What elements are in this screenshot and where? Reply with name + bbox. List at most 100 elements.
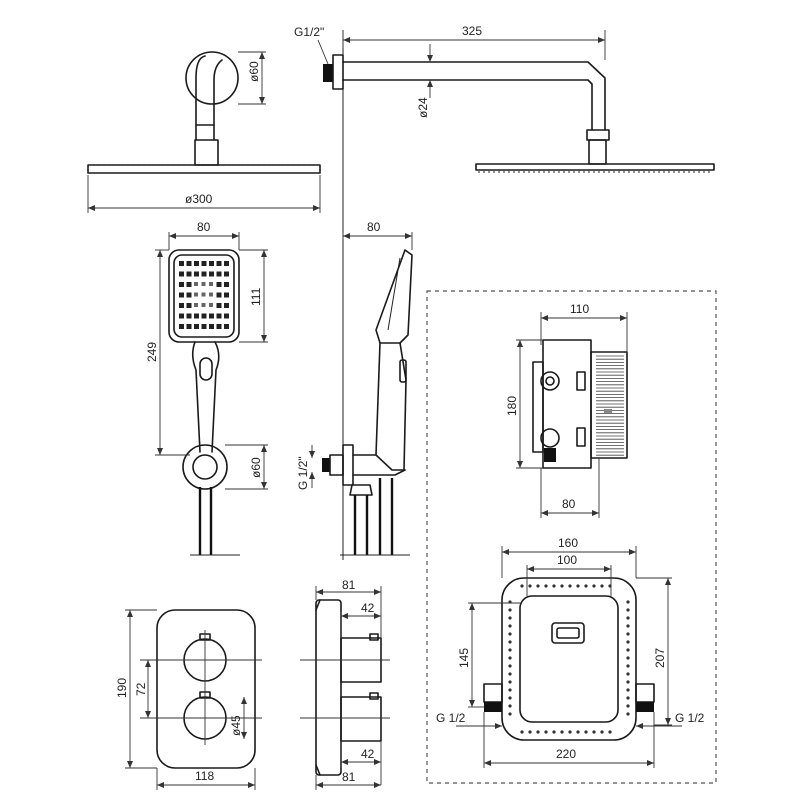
frame-dot [626,696,630,700]
box-height-right-label: 207 [653,648,667,668]
frame-dot [626,688,630,692]
arm-joint-side [586,129,610,141]
nozzle [209,271,214,277]
hand-shower-nozzles [179,261,229,329]
frame-dot [536,584,540,588]
depth-knob-bottom-label: 42 [361,747,375,761]
nozzle [216,324,222,329]
nozzle [209,303,213,307]
box-inner-width-label: 100 [557,553,577,567]
frame-dot [528,584,532,588]
frame-dot [568,730,572,734]
nozzle [194,313,199,319]
inlet-right-label: G 1/2 [675,711,705,725]
frame-dot [576,584,580,588]
frame-dot [508,688,512,692]
nozzle [194,303,198,307]
depth-knob-top-label: 42 [361,601,375,615]
nozzle [209,292,213,297]
frame-dot [608,730,612,734]
head-shower-front-view: ø60 ø300 [87,51,321,213]
shower-arm-side [342,61,606,131]
right-inlet [636,702,654,712]
nozzle [201,261,207,266]
flange-diameter-label: ø60 [247,61,261,82]
nozzle [209,261,214,266]
nozzle [201,313,207,319]
head-plate-side [475,163,715,171]
nozzle [194,324,199,329]
upper-outlet [540,371,560,391]
box-front-inner [519,595,619,723]
frame-dot [626,648,630,652]
knob-diameter-label: ø45 [229,715,243,736]
frame-dot [584,730,588,734]
nozzle [194,261,199,266]
frame-dot [626,704,630,708]
nozzle [186,282,192,287]
hand-shower-head [168,249,240,343]
nozzle [179,282,184,287]
nozzle [224,292,229,298]
nozzle [224,324,229,329]
frame-dot [552,730,556,734]
frame-dot [600,584,604,588]
plate-height-label: 190 [115,678,129,698]
nozzle [186,303,192,308]
thread-connector [323,64,333,82]
nozzle [209,313,214,319]
outlet-thread-label: G 1/2" [296,456,310,490]
nozzle [201,303,206,307]
thread-label: G1/2" [294,25,324,39]
frame-dot [592,584,596,588]
frame-dot [544,584,548,588]
frame-dot [508,656,512,660]
frame-dot [508,704,512,708]
inlet-left-label: G 1/2 [436,711,466,725]
outlet-connector [322,458,330,472]
plate-side-body [315,599,342,776]
arm-length-label: 325 [462,24,482,38]
nozzle [179,271,184,277]
nozzle [216,303,222,308]
arm-diameter-label: ø24 [416,97,430,118]
wall-flange [185,51,239,105]
nozzle [216,282,222,287]
frame-dot [508,632,512,636]
head-height-label: 111 [249,287,263,306]
hand-shower-width-label: 80 [197,220,211,234]
nozzle [179,303,184,308]
head-diameter-label: ø300 [185,192,213,206]
nozzle [186,292,192,298]
nozzle [224,282,229,287]
head-shower-side-view: G1/2" 325 ø24 [294,24,715,560]
frame-dot [568,584,572,588]
nozzle [224,313,229,319]
frame-dot [560,584,564,588]
box-insulation [590,351,628,459]
nozzle [216,313,222,319]
left-inlet [484,702,502,712]
nozzle [209,282,213,286]
box-height-label: 180 [505,396,519,416]
box-height-left-label: 145 [457,648,471,668]
handle-button [199,357,213,381]
mixer-cover-plate [156,609,256,769]
frame-dot [626,664,630,668]
depth-total-top-label: 81 [342,578,356,592]
frame-dot [600,730,604,734]
box-front-window [551,622,585,644]
frame-dot [528,730,532,734]
nozzle [179,292,184,298]
knob-spacing-label: 72 [134,682,148,696]
nozzle [179,324,184,329]
nozzle [209,324,214,329]
frame-dot [508,696,512,700]
nozzle [186,271,192,277]
plate-width-label: 118 [195,769,214,783]
frame-dot [626,712,630,716]
frame-dot [536,730,540,734]
holder-bracket-side [342,444,354,486]
concealed-box-side-view: 110 180 80 [505,302,628,518]
